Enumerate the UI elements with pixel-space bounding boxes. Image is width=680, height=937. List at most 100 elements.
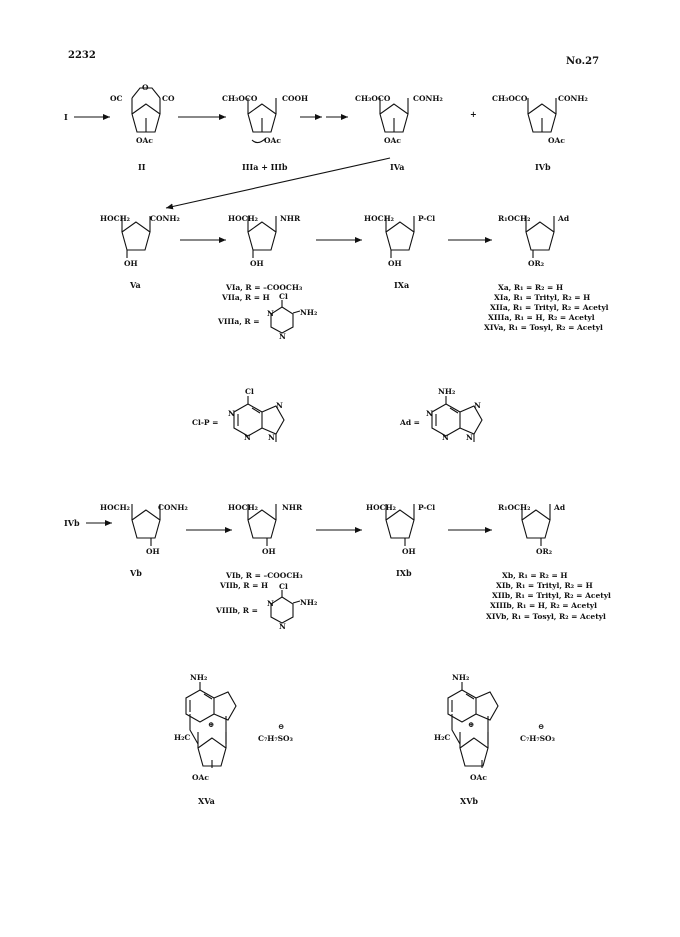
svg-text:⊖: ⊖: [278, 722, 284, 731]
svg-text:Ad: Ad: [557, 214, 570, 223]
svg-text:HOCH₂: HOCH₂: [228, 214, 258, 223]
pyrimidine-ring-b: Cl NH₂ N N: [267, 582, 317, 631]
compound-label: IVa: [390, 162, 404, 172]
structure-IVb: CH₃OCO CONH₂ OAc IVb: [492, 94, 588, 172]
adenine-structure: NH₂ N N N N: [426, 387, 483, 442]
clp-definition-label: Cl-P =: [192, 418, 218, 427]
compound-label: XVa: [198, 796, 215, 806]
svg-text:OAc: OAc: [264, 136, 281, 145]
compound-label: IXa: [394, 280, 409, 290]
svg-text:CH₃OCO: CH₃OCO: [355, 94, 391, 103]
svg-text:OR₂: OR₂: [528, 259, 544, 268]
svg-text:NH₂: NH₂: [190, 673, 207, 682]
svg-text:N: N: [228, 409, 235, 418]
svg-text:NH₂: NH₂: [300, 308, 317, 317]
svg-text:HOCH₂: HOCH₂: [366, 503, 396, 512]
definition-XIVa: XIVa, R₁ = Tosyl, R₂ = Acetyl: [484, 323, 603, 332]
structure-VIa-VIIa-VIIIa: HOCH₂ NHR OH: [228, 214, 301, 268]
structure-IIIa-IIIb: CH₃OCO COOH OAc IIIa + IIIb: [222, 94, 308, 172]
svg-text:NHR: NHR: [280, 214, 301, 223]
structure-II: OC O CO OAc II: [110, 83, 175, 172]
svg-text:OH: OH: [402, 547, 416, 556]
svg-text:N: N: [466, 433, 473, 442]
svg-text:⊕: ⊕: [208, 720, 214, 729]
structure-Xa-XIVa: R₁OCH₂ Ad OR₂: [498, 214, 570, 268]
pyrimidine-ring-a: Cl NH₂ N N: [267, 292, 317, 341]
compound-label: Va: [129, 280, 141, 290]
structure-XVb: NH₂ H₂C OAc ⊕ C₇H₇SO₃ ⊖ XVb: [434, 673, 555, 806]
definition-VIIIa: VIIIa, R =: [217, 317, 260, 326]
definition-XIb: XIb, R₁ = Trityl, R₂ = H: [496, 581, 593, 590]
svg-text:HOCH₂: HOCH₂: [364, 214, 394, 223]
compound-label: Vb: [129, 568, 142, 578]
svg-text:OAc: OAc: [384, 136, 401, 145]
structure-VIb-VIIb-VIIIb: HOCH₂ NHR OH: [228, 503, 303, 556]
svg-text:P-Cl: P-Cl: [418, 503, 435, 512]
svg-text:R₁OCH₂: R₁OCH₂: [498, 214, 530, 223]
structure-Xb-XIVb: R₁OCH₂ Ad OR₂: [498, 503, 566, 556]
definition-VIIa: VIIa, R = H: [221, 293, 270, 302]
structure-IVa: CH₃OCO CONH₂ OAc IVa: [355, 94, 443, 172]
svg-text:H₂C: H₂C: [434, 733, 450, 742]
structure-Va: HOCH₂ CONH₂ OH Va: [100, 214, 180, 290]
svg-text:N: N: [279, 622, 286, 631]
definition-Xb: Xb, R₁ = R₂ = H: [502, 571, 567, 580]
definition-VIIIb: VIIIb, R =: [215, 606, 258, 615]
svg-text:HOCH₂: HOCH₂: [100, 503, 130, 512]
svg-text:OAc: OAc: [548, 136, 565, 145]
svg-text:OAc: OAc: [192, 773, 209, 782]
svg-text:CO: CO: [162, 94, 175, 103]
definition-XIIa: XIIa, R₁ = Trityl, R₂ = Acetyl: [490, 303, 609, 312]
svg-text:C₇H₇SO₃: C₇H₇SO₃: [258, 734, 293, 743]
svg-text:⊖: ⊖: [538, 722, 544, 731]
svg-text:N: N: [442, 433, 449, 442]
svg-text:Cl: Cl: [279, 582, 288, 591]
svg-text:OAc: OAc: [136, 136, 153, 145]
svg-text:HOCH₂: HOCH₂: [100, 214, 130, 223]
issue-number: No.27: [566, 56, 599, 67]
structure-IXa: HOCH₂ P-Cl OH IXa: [364, 214, 435, 290]
svg-text:NH₂: NH₂: [300, 598, 317, 607]
svg-text:CH₃OCO: CH₃OCO: [492, 94, 528, 103]
svg-text:Cl: Cl: [245, 387, 254, 396]
definition-Xa: Xa, R₁ = R₂ = H: [498, 283, 563, 292]
svg-text:NH₂: NH₂: [438, 387, 455, 396]
svg-text:CONH₂: CONH₂: [158, 503, 188, 512]
definition-VIb: VIb, R = –COOCH₃: [225, 571, 303, 580]
svg-text:OH: OH: [388, 259, 402, 268]
svg-text:CONH₂: CONH₂: [150, 214, 180, 223]
svg-text:OH: OH: [250, 259, 264, 268]
structure-XVa: NH₂ H₂C OAc ⊕ C₇H₇SO₃ ⊖ XVa: [174, 673, 293, 806]
svg-text:N: N: [268, 433, 275, 442]
definition-VIIb: VIIb, R = H: [219, 581, 268, 590]
svg-text:N: N: [279, 332, 286, 341]
svg-text:CONH₂: CONH₂: [413, 94, 443, 103]
svg-text:N: N: [426, 409, 433, 418]
svg-text:N: N: [276, 401, 283, 410]
svg-text:OAc: OAc: [470, 773, 487, 782]
definition-XIIb: XIIb, R₁ = Trityl, R₂ = Acetyl: [492, 591, 611, 600]
svg-text:C₇H₇SO₃: C₇H₇SO₃: [520, 734, 555, 743]
svg-text:OH: OH: [124, 259, 138, 268]
structure-Vb: HOCH₂ CONH₂ OH Vb: [100, 503, 188, 578]
structure-IXb: HOCH₂ P-Cl OH IXb: [366, 503, 435, 578]
svg-text:N: N: [474, 401, 481, 410]
svg-text:H₂C: H₂C: [174, 733, 190, 742]
svg-text:N: N: [267, 309, 274, 318]
svg-text:OH: OH: [262, 547, 276, 556]
svg-text:P-Cl: P-Cl: [418, 214, 435, 223]
chloropurine-structure: Cl N N N N: [228, 387, 285, 442]
compound-label: II: [138, 162, 146, 172]
svg-text:OR₂: OR₂: [536, 547, 552, 556]
svg-text:Cl: Cl: [279, 292, 288, 301]
compound-label: XVb: [460, 796, 478, 806]
page-number: 2232: [68, 50, 96, 61]
start-compound-label: IVb: [64, 518, 80, 528]
svg-text:CONH₂: CONH₂: [558, 94, 588, 103]
svg-text:OH: OH: [146, 547, 160, 556]
svg-text:⊕: ⊕: [468, 720, 474, 729]
definition-XIIIa: XIIIa, R₁ = H, R₂ = Acetyl: [488, 313, 595, 322]
svg-text:CH₃OCO: CH₃OCO: [222, 94, 258, 103]
reaction-arrow-diagonal: [165, 157, 391, 210]
